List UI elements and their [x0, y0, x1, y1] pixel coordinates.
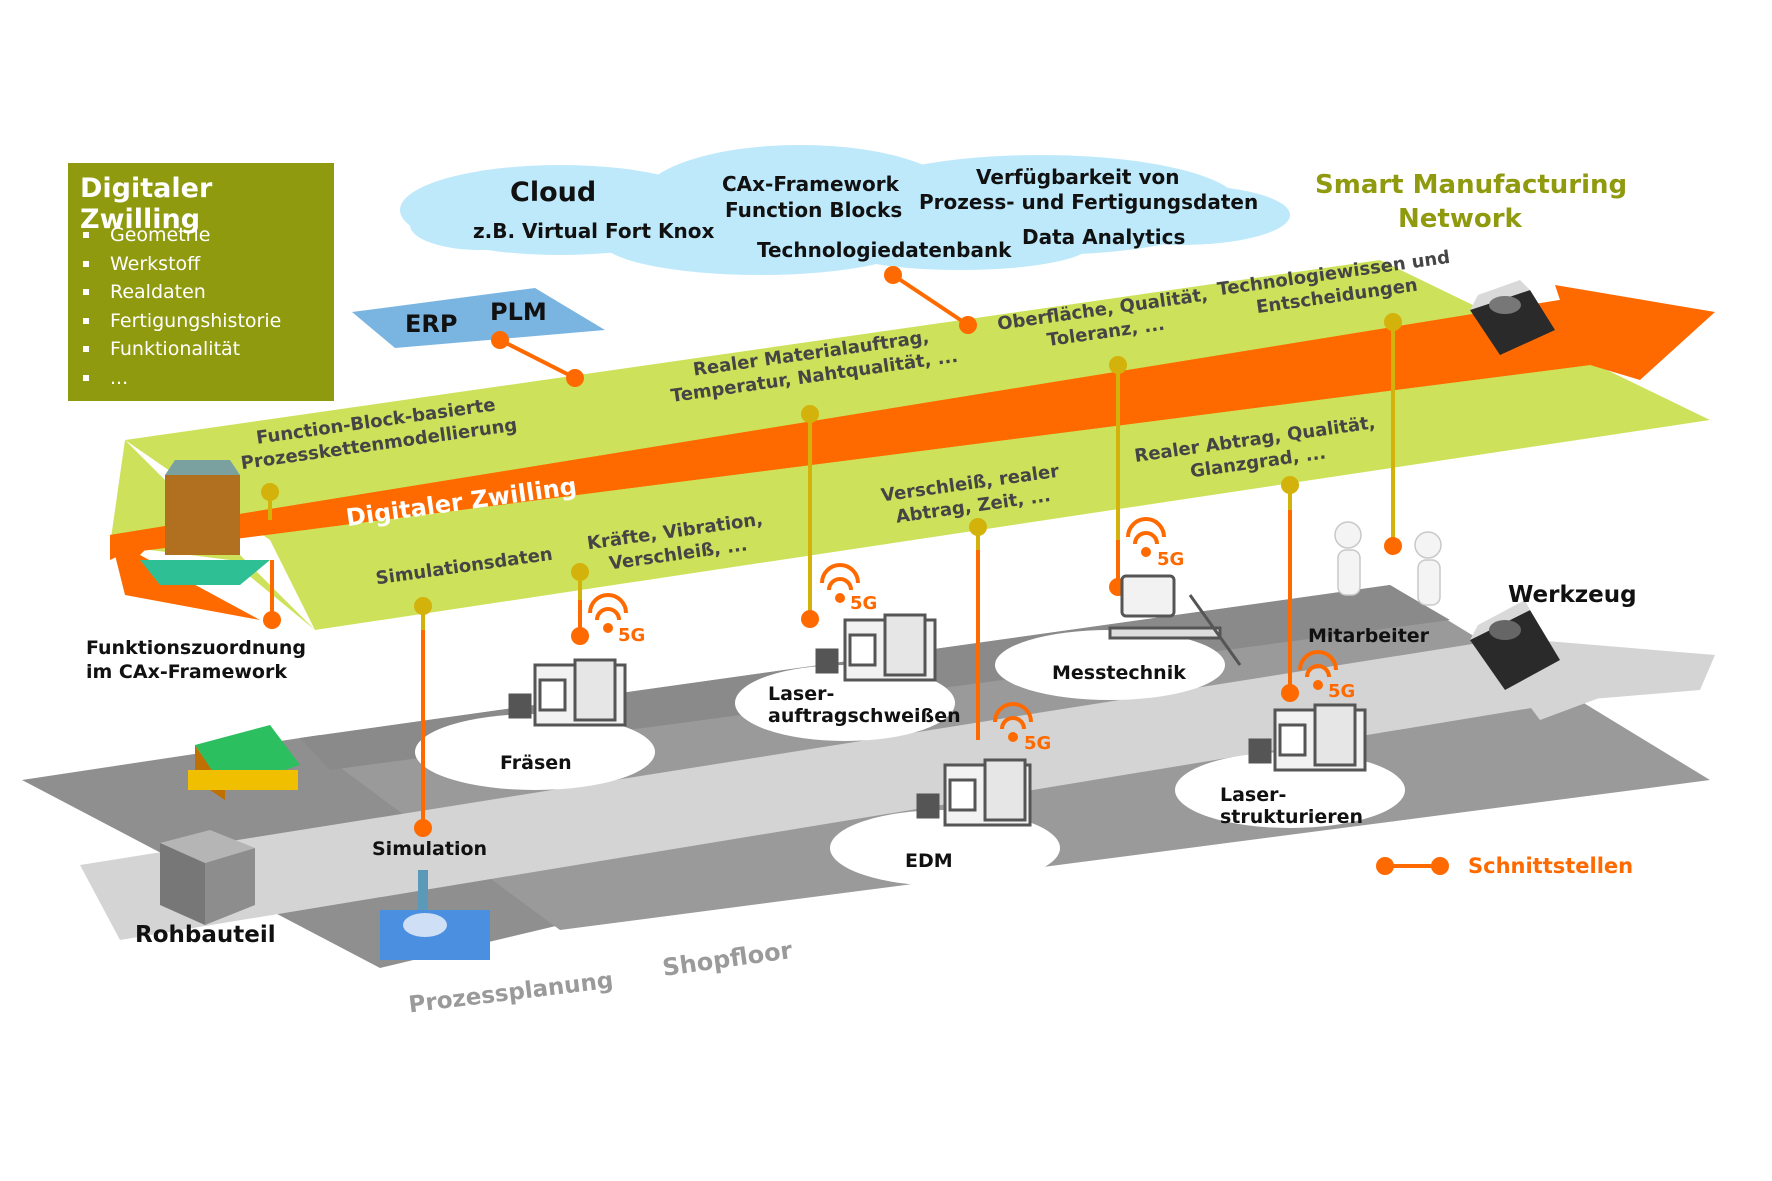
wifi-icon-laserstruktur — [1298, 650, 1338, 690]
worker-figures — [1334, 521, 1442, 606]
cad-model-function — [188, 725, 300, 800]
oval-fraesen — [415, 714, 655, 790]
station-laserstruktur-label: Laser- strukturieren — [1220, 784, 1363, 828]
cloud-cax-line1: CAx-Framework — [722, 172, 899, 196]
legend-interface-line — [1376, 857, 1449, 875]
wireless-label-messtechnik: 5G — [1157, 549, 1185, 570]
info-box-item: Werkstoff — [80, 250, 281, 279]
plm-label: PLM — [490, 298, 547, 326]
info-box-title: Digitaler Zwilling — [80, 173, 213, 235]
station-edm-label: EDM — [905, 850, 953, 872]
label-funktionszuordnung: Funktionszuordnung im CAx-Framework — [86, 636, 306, 684]
wireless-label-edm: 5G — [1024, 733, 1052, 754]
info-box-item: Funktionalität — [80, 335, 281, 364]
label-werkzeug: Werkzeug — [1508, 582, 1637, 608]
machine-edm — [916, 758, 1032, 827]
cloud-subtitle: z.B. Virtual Fort Knox — [473, 219, 715, 243]
network-title-line1: Smart Manufacturing — [1315, 170, 1628, 200]
cad-model-twin — [140, 460, 270, 585]
wireless-label-laserauftrag: 5G — [850, 593, 878, 614]
rohbauteil-cube — [160, 830, 255, 925]
machine-messtechnik — [1108, 574, 1242, 666]
machine-laserstruktur — [1248, 703, 1367, 772]
wifi-icon-edm — [993, 702, 1033, 742]
plane-connectors — [261, 313, 1402, 630]
station-messtechnik-label: Messtechnik — [1052, 662, 1186, 684]
cloud-data-analytics: Data Analytics — [1022, 225, 1186, 249]
cloud-shape — [400, 145, 1290, 275]
station-laserauftrag-label: Laser- auftragschweißen — [768, 683, 961, 727]
workpiece-werkzeug — [1470, 600, 1560, 690]
cloud-technology-db: Technologiedatenbank — [757, 238, 1012, 262]
oval-edm — [830, 810, 1060, 886]
wireless-label-fraesen: 5G — [618, 625, 646, 646]
label-line: Funktionszuordnung — [86, 637, 306, 659]
info-box-item: Geometrie — [80, 221, 281, 250]
label-line: strukturieren — [1220, 806, 1364, 828]
label-line: auftragschweißen — [768, 705, 961, 727]
wifi-icon-fraesen — [588, 593, 628, 633]
cloud-availability-line2: Prozess- und Fertigungsdaten — [919, 190, 1259, 214]
wireless-label-laserstruktur: 5G — [1328, 681, 1356, 702]
machine-laserauftrag — [815, 613, 937, 682]
erp-label: ERP — [405, 310, 458, 338]
digital-twin-info-box: Digitaler Zwilling Geometrie Werkstoff R… — [68, 163, 334, 401]
label-line: Laser- — [1220, 784, 1287, 806]
label-rohbauteil: Rohbauteil — [135, 922, 276, 948]
network-title-line2: Network — [1398, 204, 1522, 234]
machine-fraesen — [508, 658, 627, 727]
wifi-icon-laserauftrag — [820, 563, 860, 603]
wifi-icons — [588, 517, 1338, 742]
station-fraesen-label: Fräsen — [500, 752, 572, 774]
info-box-item: Fertigungshistorie — [80, 307, 281, 336]
workpiece-network — [1470, 280, 1555, 355]
machine-icons — [508, 574, 1367, 827]
cloud-title: Cloud — [510, 177, 597, 208]
cloud-cax-line2: Function Blocks — [725, 198, 903, 222]
simulation-model — [380, 870, 490, 960]
wifi-icon-messtechnik — [1126, 517, 1166, 557]
label-line: im CAx-Framework — [86, 661, 287, 683]
oval-laserauftrag — [735, 665, 955, 741]
twin-band-tail — [110, 535, 260, 620]
cloud-availability-line1: Verfügbarkeit von — [976, 165, 1180, 189]
twin-band-body — [110, 295, 1590, 560]
label-simulation: Simulation — [372, 838, 488, 860]
info-box-item: Realdaten — [80, 278, 281, 307]
label-mitarbeiter: Mitarbeiter — [1308, 625, 1430, 647]
erp-plm-panel — [352, 288, 605, 348]
legend-interfaces-label: Schnittstellen — [1468, 854, 1634, 878]
info-box-item: ... — [80, 364, 281, 393]
label-line: Laser- — [768, 683, 835, 705]
oval-messtechnik — [995, 630, 1225, 700]
info-box-list: Geometrie Werkstoff Realdaten Fertigungs… — [80, 221, 281, 392]
interface-lines — [263, 266, 1402, 837]
